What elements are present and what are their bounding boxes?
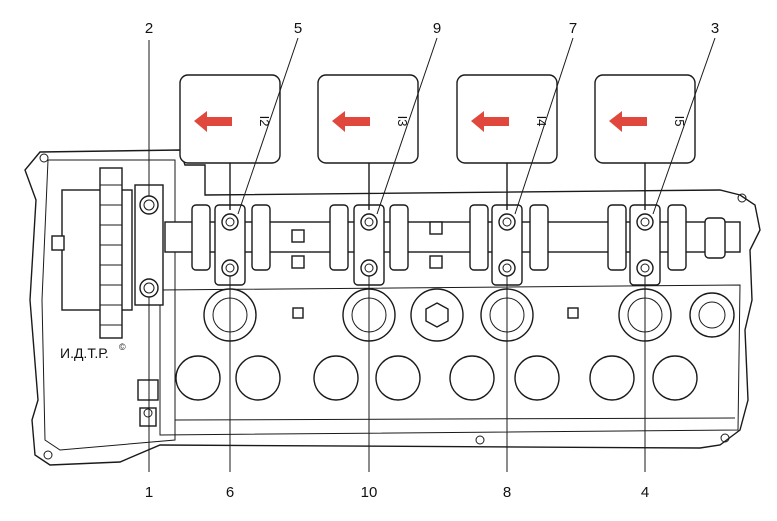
callout-bolt-5: 5: [294, 20, 302, 37]
arrow-left-icon: [609, 111, 647, 132]
deck-outline: [159, 284, 741, 436]
arrow-left-icon: [471, 111, 509, 132]
cap-label-box-2: I3: [317, 74, 419, 210]
callout-bolt-2: 2: [145, 20, 153, 37]
arrow-left-icon: [194, 111, 232, 132]
mounting-holes: [39, 153, 747, 460]
cylinder-head-outline: [24, 149, 761, 466]
cap-label-box-3: I4: [456, 74, 558, 210]
leader-lines-bottom: [148, 276, 646, 472]
copyright-symbol: ©: [119, 342, 126, 352]
callout-bolt-7: 7: [569, 20, 577, 37]
cap-label: I3: [395, 116, 410, 127]
cap-label: I2: [257, 116, 272, 127]
cap-label: I4: [534, 116, 549, 127]
callout-bolt-1: 1: [145, 484, 153, 501]
cap-label-box-1: I2: [179, 74, 281, 210]
callout-bolt-8: 8: [503, 484, 511, 501]
cap-label: I5: [672, 116, 687, 127]
bolt-1-2-side: [134, 184, 164, 427]
watermark-text: И.Д.Т.Р.: [60, 345, 109, 361]
callout-bolt-3: 3: [711, 20, 719, 37]
leader-lines-top: [148, 37, 716, 215]
arrow-left-icon: [332, 111, 370, 132]
camshaft-sprocket: [51, 167, 133, 339]
head-inner-outline: [41, 159, 176, 451]
bearing-caps: [214, 204, 661, 286]
callout-bolt-10: 10: [361, 484, 378, 501]
callout-bolt-6: 6: [226, 484, 234, 501]
valve-ports: [174, 355, 736, 421]
cap-label-box-4: I5: [594, 74, 696, 210]
callout-bolt-9: 9: [433, 20, 441, 37]
spark-plug-wells: [203, 288, 735, 342]
callout-bolt-4: 4: [641, 484, 649, 501]
